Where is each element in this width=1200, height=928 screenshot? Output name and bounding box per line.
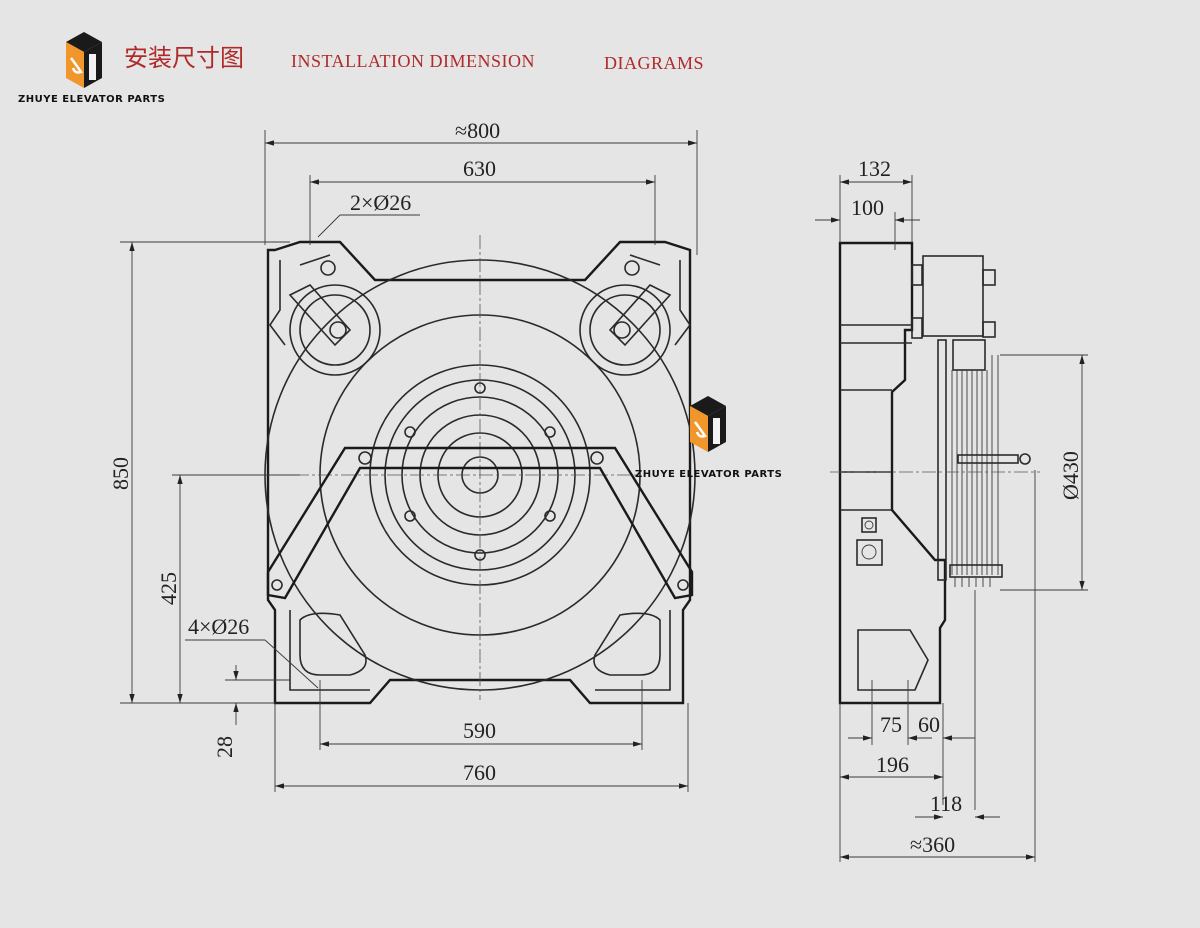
watermark-logo: ZHUYE ELEVATOR PARTS xyxy=(635,394,782,480)
brake-right xyxy=(579,254,691,376)
dim-center-height: 425 xyxy=(156,572,181,605)
dim-base-width: 760 xyxy=(463,760,496,785)
dim-brake-holes: 2×Ø26 xyxy=(350,190,411,215)
side-dimensions: 132 100 Ø430 75 60 196 118 ≈360 xyxy=(815,156,1088,862)
dim-overall-width: ≈800 xyxy=(455,118,500,143)
logo-brand-text: ZHUYE ELEVATOR PARTS xyxy=(18,94,165,105)
dim-hole-spacing: 590 xyxy=(463,718,496,743)
dim-base-depth: 196 xyxy=(876,752,909,777)
title-english: INSTALLATION DIMENSION xyxy=(291,51,535,71)
title-chinese: 安装尺寸图 xyxy=(124,44,244,72)
logo-cube-icon xyxy=(64,30,104,90)
logo: ZHUYE ELEVATOR PARTS xyxy=(18,30,165,105)
dim-top-offset: 100 xyxy=(851,195,884,220)
title-english-2: DIAGRAMS xyxy=(604,53,704,73)
watermark-cube-icon xyxy=(688,394,728,454)
dim-sheave-diameter: Ø430 xyxy=(1058,451,1083,500)
dim-base-thickness: 28 xyxy=(212,736,237,758)
side-view xyxy=(830,241,1040,705)
dim-hole-b: 60 xyxy=(918,712,940,737)
dim-overall-depth: ≈360 xyxy=(910,832,955,857)
dim-sheave-offset: 118 xyxy=(930,791,962,816)
dim-brake-spacing: 630 xyxy=(463,156,496,181)
front-view xyxy=(180,235,696,705)
dim-base-holes: 4×Ø26 xyxy=(188,614,249,639)
dim-height: 850 xyxy=(108,457,133,490)
watermark-brand-text: ZHUYE ELEVATOR PARTS xyxy=(635,469,782,480)
brake-left xyxy=(269,254,381,376)
dim-hole-a: 75 xyxy=(880,712,902,737)
front-dimensions: ≈800 630 2×Ø26 850 425 4×Ø26 28 590 760 xyxy=(108,118,698,792)
dim-top-width: 132 xyxy=(858,156,891,181)
